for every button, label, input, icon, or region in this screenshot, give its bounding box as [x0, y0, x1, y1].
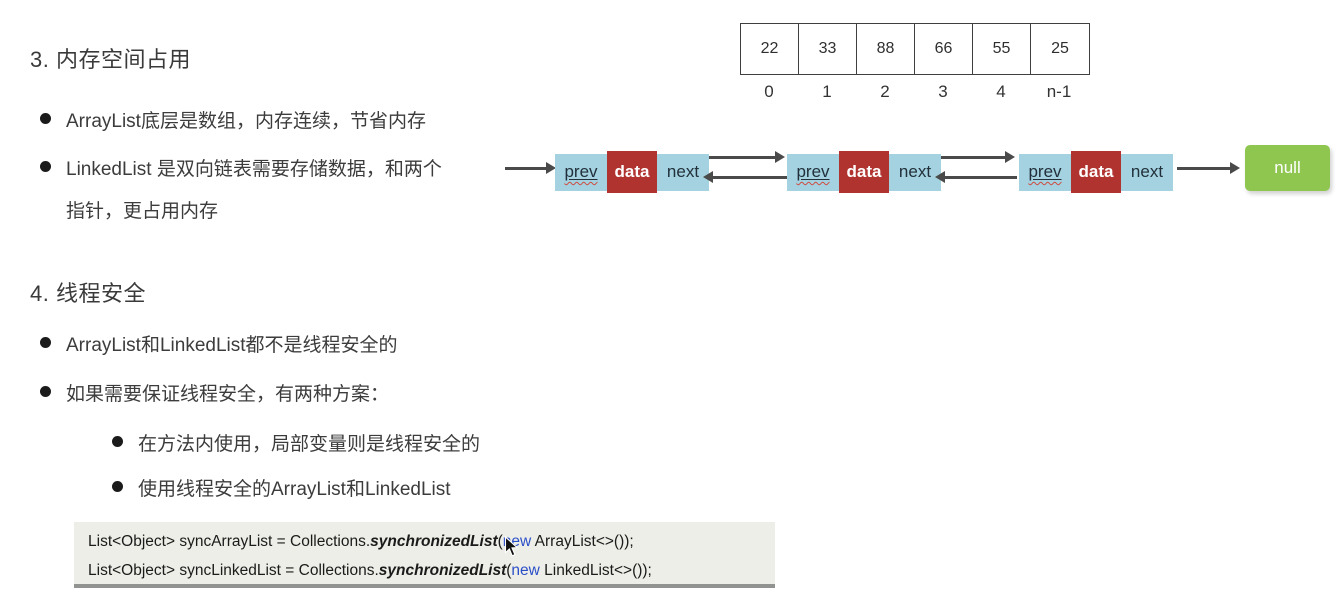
- lead-arrow-icon: [505, 162, 556, 174]
- prev-label: prev: [1028, 162, 1062, 181]
- array-cell: 22: [741, 24, 799, 74]
- array-index-label: 4: [996, 82, 1006, 101]
- bullet-dot: [40, 113, 51, 124]
- array-cell: 88: [857, 24, 915, 74]
- array-cell: 66: [915, 24, 973, 74]
- array-index-row: 0 1 2 3 4 n-1: [740, 82, 1088, 102]
- linked-list-node: prev data next: [787, 151, 941, 193]
- bullet-arraylist-memory: ArrayList底层是数组，内存连续，节省内存: [40, 106, 426, 133]
- data-cell: data: [607, 151, 657, 193]
- code-method-name: synchronizedList: [378, 562, 507, 579]
- section-heading-memory: 3. 内存空间占用: [30, 47, 191, 72]
- array-diagram: 22 33 88 66 55 25: [740, 23, 1090, 75]
- array-index-label: n-1: [1046, 82, 1072, 101]
- prev-cell: prev: [787, 153, 839, 191]
- bullet-text: ArrayList底层是数组，内存连续，节省内存: [66, 111, 426, 132]
- bullet-text: 如果需要保证线程安全，有两种方案：: [66, 384, 390, 405]
- bullet-text: 使用线程安全的ArrayList和LinkedList: [138, 479, 451, 500]
- code-text: List<Object> syncLinkedList = Collection…: [88, 562, 379, 579]
- bullet-text: 在方法内使用，局部变量则是线程安全的: [138, 434, 481, 455]
- code-method-name: synchronizedList: [370, 533, 498, 550]
- prev-cell: prev: [1019, 153, 1071, 191]
- section-heading-thread-safety: 4. 线程安全: [30, 281, 146, 306]
- bullet-text: LinkedList 是双向链表需要存储数据，和两个: [66, 159, 442, 180]
- code-text: ArrayList<>());: [531, 533, 634, 550]
- prev-cell: prev: [555, 153, 607, 191]
- sub-bullet-threadsafe-lists: 使用线程安全的ArrayList和LinkedList: [112, 474, 451, 501]
- data-cell: data: [1071, 151, 1121, 193]
- array-index-label: 3: [938, 82, 948, 101]
- code-paren: (: [497, 533, 503, 550]
- linked-list-node: prev data next: [1019, 151, 1173, 193]
- next-pointer-arrow-icon: [941, 151, 1015, 163]
- bullet-text: ArrayList和LinkedList都不是线程安全的: [66, 335, 398, 356]
- bullet-linkedlist-memory: LinkedList 是双向链表需要存储数据，和两个: [40, 154, 442, 181]
- bullet-dot: [40, 337, 51, 348]
- null-node: null: [1245, 145, 1330, 191]
- data-cell: data: [839, 151, 889, 193]
- code-text: LinkedList<>());: [539, 562, 652, 579]
- array-cell: 33: [799, 24, 857, 74]
- null-pointer-arrow-icon: [1177, 162, 1240, 174]
- bullet-two-solutions: 如果需要保证线程安全，有两种方案：: [40, 379, 389, 406]
- bullet-not-thread-safe: ArrayList和LinkedList都不是线程安全的: [40, 330, 398, 357]
- next-cell: next: [889, 153, 941, 191]
- next-cell: next: [657, 153, 709, 191]
- next-pointer-arrow-icon: [709, 151, 785, 163]
- array-index-label: 2: [880, 82, 890, 101]
- code-paren: (: [506, 562, 512, 579]
- array-index-label: 0: [764, 82, 774, 101]
- linked-list-node: prev data next: [555, 151, 709, 193]
- bullet-dot: [40, 386, 51, 397]
- code-line-syncarraylist: List<Object> syncArrayList = Collections…: [88, 527, 775, 556]
- code-line-synclinkedlist: List<Object> syncLinkedList = Collection…: [88, 556, 775, 585]
- next-cell: next: [1121, 153, 1173, 191]
- code-keyword-new: new: [511, 562, 540, 579]
- prev-pointer-arrow-icon: [935, 171, 1017, 183]
- bullet-dot: [112, 481, 123, 492]
- code-text: List<Object> syncArrayList = Collections…: [88, 533, 371, 550]
- array-cell: 25: [1051, 40, 1069, 57]
- code-block: List<Object> syncArrayList = Collections…: [74, 522, 775, 588]
- mouse-cursor-icon: [504, 536, 519, 557]
- bullet-linkedlist-memory-wrap: 指针，更占用内存: [66, 201, 219, 222]
- array-index-label: 1: [822, 82, 832, 101]
- bullet-dot: [112, 436, 123, 447]
- prev-pointer-arrow-icon: [703, 171, 787, 183]
- array-cell: 55: [973, 24, 1031, 74]
- prev-label: prev: [796, 162, 830, 181]
- sub-bullet-local-variable: 在方法内使用，局部变量则是线程安全的: [112, 429, 480, 456]
- prev-label: prev: [564, 162, 598, 181]
- bullet-dot: [40, 161, 51, 172]
